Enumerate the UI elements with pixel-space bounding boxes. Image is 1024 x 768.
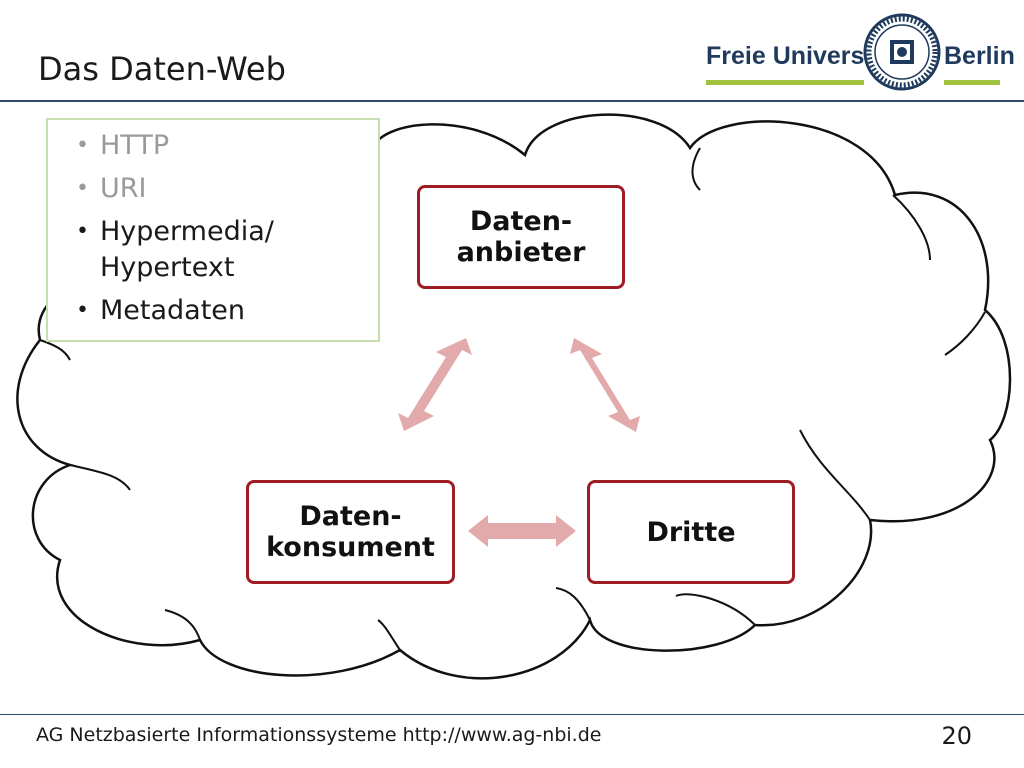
node-label: Dritte: [646, 516, 736, 548]
page-title: Das Daten-Web: [38, 50, 286, 88]
node-datenkonsument: Daten- konsument: [246, 480, 455, 584]
node-label: Daten- konsument: [266, 501, 435, 563]
node-datenanbieter: Daten- anbieter: [417, 185, 625, 289]
arrow-anbieter-dritte: [570, 338, 640, 432]
logo-text-right: Berlin: [944, 42, 1015, 70]
bullet-item: •URI: [76, 173, 147, 204]
footer-divider: [0, 714, 1024, 715]
bullet-list: •HTTP •URI •Hypermedia/ Hypertext •Metad…: [48, 120, 378, 329]
university-seal-icon: [863, 13, 941, 91]
logo-underline: [706, 80, 864, 85]
header-divider: [0, 100, 1024, 102]
bullet-item: •Hypermedia/ Hypertext: [76, 216, 274, 283]
arrow-anbieter-konsument: [398, 338, 472, 431]
footer-text: AG Netzbasierte Informationssysteme http…: [36, 724, 602, 746]
bullet-item: •HTTP: [76, 130, 170, 161]
arrow-konsument-dritte: [468, 515, 576, 547]
node-label: Daten- anbieter: [456, 206, 586, 268]
node-dritte: Dritte: [587, 480, 795, 584]
page-number: 20: [941, 722, 972, 750]
university-logo: Freie Universität Berlin: [704, 12, 1015, 94]
logo-underline: [944, 80, 1000, 85]
bullet-item: •Metadaten: [76, 295, 246, 326]
bullet-box: •HTTP •URI •Hypermedia/ Hypertext •Metad…: [46, 118, 380, 342]
